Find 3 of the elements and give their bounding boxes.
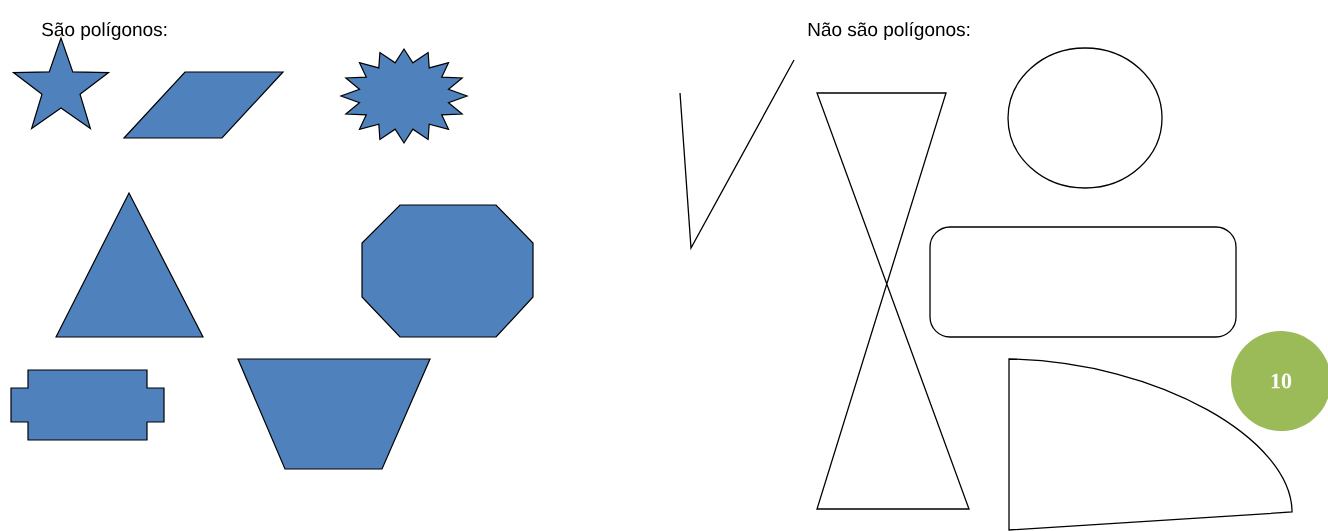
heading: Não são polígonos: [808,22,970,40]
page-number-badge: 10 [1231,331,1328,431]
heading: São polígonos: [42,22,167,40]
